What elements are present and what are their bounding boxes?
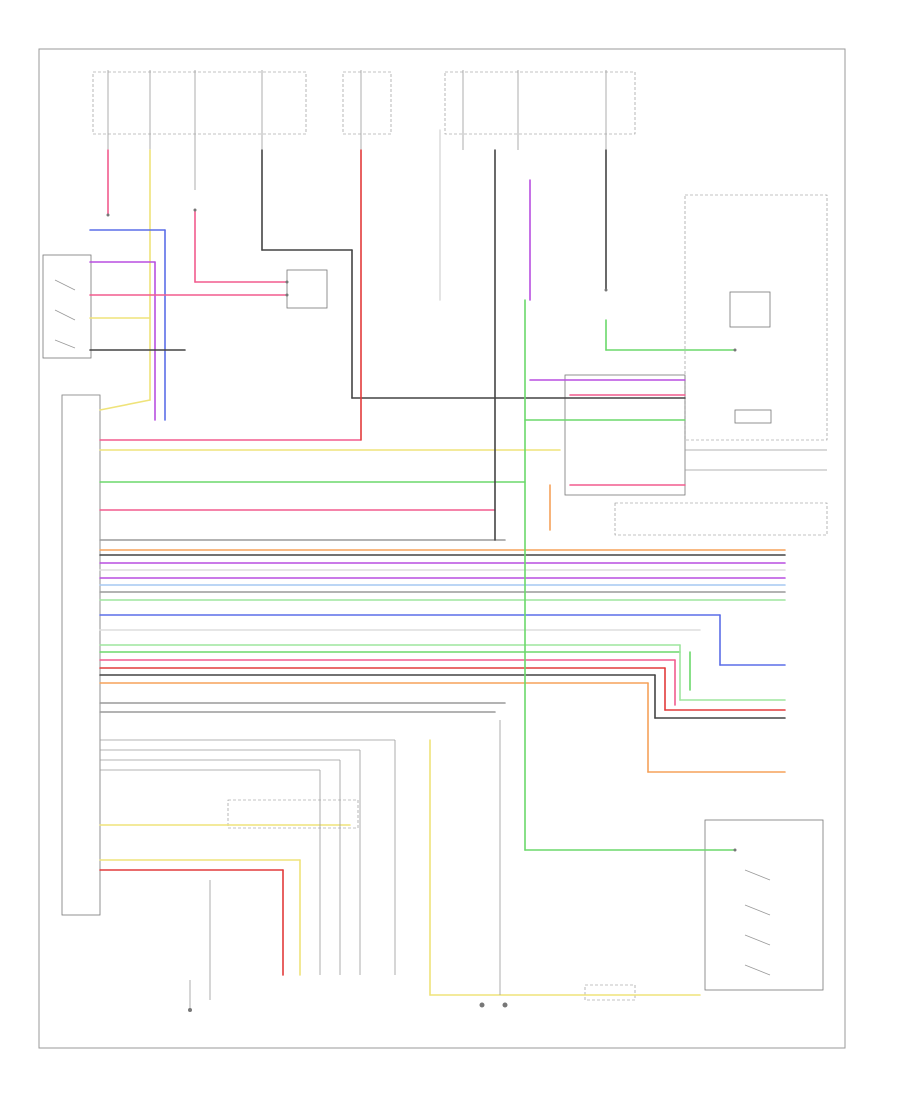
- right-lower-switch-module: [704, 819, 824, 991]
- module-links: [524, 379, 827, 531]
- vertical-feeds: [99, 129, 736, 851]
- right-drop-wires: [647, 644, 786, 773]
- lower-wires: [99, 720, 701, 1010]
- left-switch-module: [42, 254, 92, 359]
- right-upper-module: [564, 194, 828, 496]
- bottom-connector-box: [584, 984, 636, 1001]
- connection-points: [106, 208, 737, 1012]
- harness-bus: [99, 439, 786, 713]
- bottom-sensor-box: [227, 799, 359, 829]
- relay-box: [286, 269, 328, 309]
- diagram-border: [38, 48, 846, 1049]
- fuse-header: [92, 70, 636, 190]
- left-switch-leads: [89, 229, 288, 421]
- combination-meter-box: [614, 502, 828, 536]
- ecu-connector-block: [61, 394, 101, 916]
